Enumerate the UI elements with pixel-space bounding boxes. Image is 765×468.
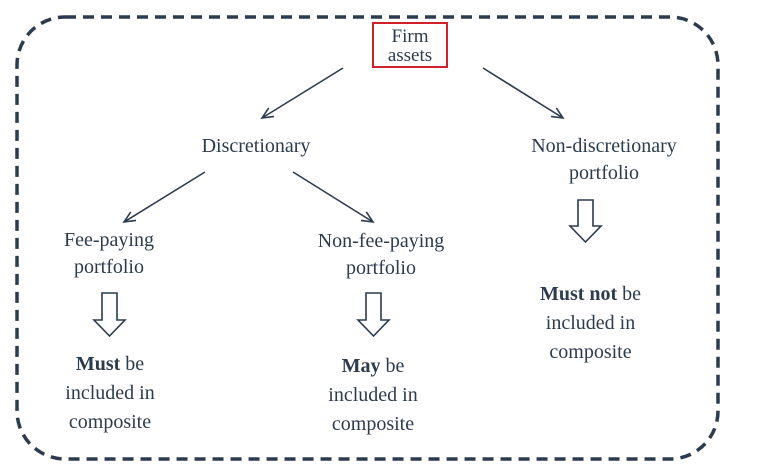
outcome-fee-paying: Must be included in composite (35, 350, 185, 437)
arrow-root-to-non-discretionary (482, 67, 565, 120)
outcome-non-discretionary-line1: Must not be (508, 280, 673, 309)
dashed-border (15, 15, 720, 461)
fee-paying-node: Fee-paying portfolio (39, 227, 179, 281)
discretionary-label: Discretionary (201, 135, 311, 157)
outcome-non-discretionary-emphasis: Must not (539, 283, 618, 305)
fee-paying-line1: Fee-paying (64, 229, 154, 251)
outcome-non-discretionary-line2: included in (545, 312, 636, 334)
firm-assets-line1: Firm (391, 26, 429, 47)
arrow-root-to-discretionary (260, 67, 344, 120)
outcome-fee-paying-line2: included in (65, 382, 155, 404)
outcome-non-fee-paying-line2: included in (328, 384, 418, 406)
non-fee-paying-line1: Non-fee-paying (317, 230, 445, 252)
non-discretionary-node: Non-discretionary portfolio (509, 133, 699, 187)
down-arrow-icon-non-fee-paying (356, 292, 391, 338)
outcome-non-discretionary-line3: composite (549, 341, 632, 363)
outcome-fee-paying-rest: be (120, 353, 145, 375)
outcome-non-fee-paying: May be included in composite (298, 352, 448, 439)
arrow-discretionary-to-non-fee-paying (292, 171, 375, 224)
outcome-non-fee-paying-rest: be (380, 355, 405, 377)
outcome-fee-paying-line3: composite (68, 411, 152, 433)
non-fee-paying-node: Non-fee-paying portfolio (296, 228, 466, 282)
down-arrow-icon-fee-paying (92, 292, 127, 338)
fee-paying-line2: portfolio (74, 256, 144, 278)
outcome-fee-paying-emphasis: Must (75, 353, 121, 375)
non-fee-paying-line2: portfolio (346, 257, 416, 279)
arrow-discretionary-to-fee-paying (122, 171, 206, 224)
outcome-non-discretionary-rest: be (617, 283, 642, 305)
discretionary-node: Discretionary (176, 133, 336, 160)
non-discretionary-line1: Non-discretionary (531, 135, 677, 157)
outcome-non-fee-paying-emphasis: May (341, 355, 381, 377)
outcome-non-fee-paying-line1: May be (298, 352, 448, 381)
firm-assets-box: Firm assets (372, 22, 448, 68)
down-arrow-icon-non-discretionary (568, 199, 603, 244)
outcome-non-fee-paying-line3: composite (331, 413, 415, 435)
outcome-non-discretionary: Must not be included in composite (508, 280, 673, 367)
outcome-fee-paying-line1: Must be (35, 350, 185, 379)
non-discretionary-line2: portfolio (569, 162, 639, 184)
firm-assets-line2: assets (387, 45, 433, 66)
